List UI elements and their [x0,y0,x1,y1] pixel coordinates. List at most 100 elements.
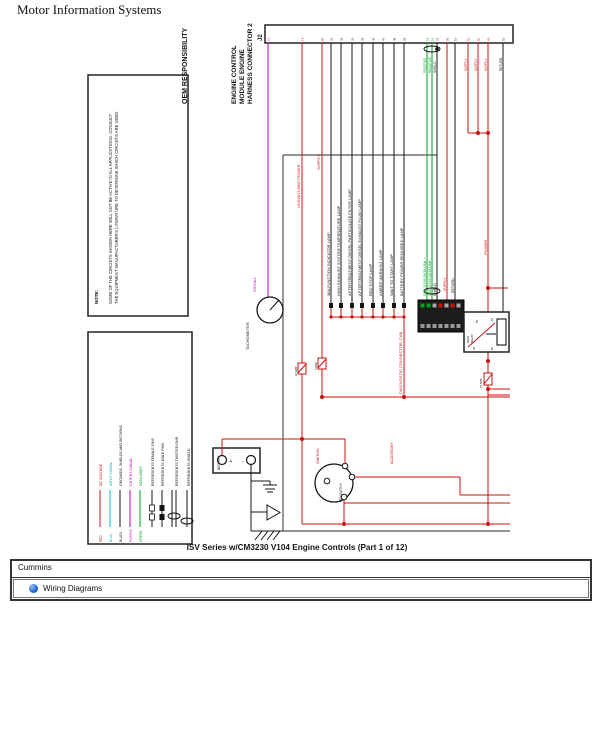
svg-text:34: 34 [361,37,365,41]
svg-text:18: 18 [426,37,430,41]
fuse-rating-label: 5 AMP [314,362,318,370]
female-pin-symbol [149,504,155,512]
unswitched-power-wire: UNSWITCHED POWER 10 AMP [294,43,510,525]
oem-responsibility-label: OEM RESPONSIBILITY [182,27,189,104]
svg-text:08: 08 [446,37,450,41]
datalink-negative-label: NEGATIVE [428,57,432,73]
svg-text:37: 37 [436,37,440,41]
app-title: Motor Information Systems [17,2,162,17]
lamp-label: RED STOP LAMP [368,263,373,296]
datalink-wires: POSITIVE NEGATIVE SHIELD SAE J1939 DATA … [423,43,441,300]
oem-boundary-frame [282,154,510,532]
catalog-group-cummins[interactable]: Cummins [12,561,590,578]
catalog-panel: Cummins Wiring Diagrams [10,559,592,601]
fuse-rating-label: 10 AMP [294,366,298,376]
svg-text:31: 31 [330,37,334,41]
tachometer-signal-wire: SIGNAL [252,43,269,297]
accessory-label: ACCESSORY [390,441,394,464]
datalink-minus-label: SAE J1939 DATA LINK - [428,257,432,296]
diagnostic-connector-label: DIAGNOSTIC CONNECTOR, CAB [398,332,403,394]
svg-text:10: 10 [454,37,458,41]
supply-wire: SUPPLY 5 AMP [314,43,327,397]
ecm-label-line: HARNESS CONNECTOR 2 [247,23,254,104]
legend-color-name: RED [99,535,103,542]
legend-color-name: GREEN [139,530,143,542]
supply-label: SUPPLY [316,154,321,170]
female-pin-symbol [149,513,155,521]
battery-plus-sign: + [230,459,233,465]
ignition-label: IGNITION [316,448,320,464]
relay-pin-30: 30 [472,346,476,350]
signal-label: SIGNAL [252,277,257,292]
diagnostic-supply-return: SUPPLY RETURN [443,43,456,300]
datalink-plus-label: SAE J1939 DATA LINK + [423,257,427,296]
battery-label: BATTERY [217,455,221,470]
shield-label: SHIELD [433,283,437,296]
legend-desc: DATA LINES [139,466,143,486]
ecm-connector-bar [264,24,514,44]
supply-label: SUPPLY [464,58,468,71]
twisted-pair-symbol [423,287,441,295]
relay-pin-85: 85 [475,319,479,323]
diagnostic-connector: DIAGNOSTIC CONNECTOR, CAB [398,299,465,394]
fuse-rating-label: 15 AMP [479,378,483,388]
battery-positive-terminal [216,454,228,466]
main-relay: MAIN RELAY 85 87 30 86 [463,311,510,353]
globe-icon [29,584,38,593]
return-label: RETURN [451,278,455,293]
svg-text:21: 21 [267,37,271,41]
legend-symbol-desc: REPRESENTS TWISTED PAIR [175,436,179,486]
lamp-label: AMBER WARNING LAMP [378,249,383,296]
earth-ground-icon [254,530,281,541]
relay-pin-87: 87 [490,317,494,321]
unswitched-power-label: UNSWITCHED POWER [296,165,301,208]
keyswitch: KEYSWITCH IGNITION ACCESSORY [314,439,510,524]
legend-box: DC VOLTAGE INPUT SIGNAL GROUNDS, SHIELDS… [87,331,194,545]
svg-text:47: 47 [382,37,386,41]
note-title: NOTE: [94,289,99,304]
male-pin-symbol [159,514,165,520]
legend-symbol-desc: REPRESENTS SHIELD [187,448,191,486]
svg-text:05: 05 [321,37,325,41]
power-label: POWER [483,240,488,255]
legend-desc: DC VOLTAGE [99,463,103,486]
battery-minus-sign: - [242,459,244,465]
lamp-label: HIGH EXHAUST SYSTEM TEMPERATURE LAMP [336,205,341,296]
battery: + - BATTERY [212,438,345,474]
note-box: NOTE: SOME OF THE CIRCUITS SHOWN HERE WI… [87,74,189,317]
keyswitch-label: KEYSWITCH [339,482,343,502]
svg-text:48: 48 [393,37,397,41]
relay-pin-86: 86 [490,346,494,350]
diagram-caption: ISV Series w/CM3230 V104 Engine Controls… [187,543,408,552]
legend-desc: GROUNDS, SHIELDS AND RETURNS [119,424,123,486]
svg-text:51: 51 [502,37,506,41]
svg-text:19: 19 [431,37,435,41]
legend-symbol-desc: REPRESENTS FEMALE PINS [151,437,155,486]
legend-color-name: BLACK [119,531,123,542]
svg-text:02: 02 [477,37,481,41]
junction-dots [300,395,490,526]
supply-label: SUPPLY [474,58,478,71]
ecm-label-line: ENGINE CONTROL [231,45,238,104]
relay-coil [496,318,507,346]
lamp-driver-wires: MALFUNCTION INDICATOR LAMP HIGH EXHAUST … [322,43,510,398]
lamp-label: BATTERY POWER REQUIRED LAMP [399,227,404,296]
note-line: THE EQUIPMENT MANUFACTURER'S LITERATURE … [114,111,119,304]
connector-ref-label: J2 [258,34,264,41]
supply-label: SUPPLY [484,58,488,71]
svg-text:01: 01 [467,37,471,41]
svg-text:32: 32 [340,37,344,41]
chassis-ground-icon [251,480,277,493]
legend-symbol-desc: REPRESENTS MALE PINS [161,442,165,486]
note-line: SOME OF THE CIRCUITS SHOWN HERE WILL NOT… [108,114,113,304]
legend-color-name: BLUE [109,534,113,542]
shield-symbol [180,517,194,525]
legend-desc: OUTPUT SIGNAL [129,458,133,486]
ecm-label-line: MODULE ENGINE [239,48,246,104]
tachometer-gauge: TACHOMETER [245,296,284,350]
ecm-power-supply-wires: SUPPLY SUPPLY SUPPLY POWER RETURN [464,43,510,524]
main-relay-label: MAIN [466,336,470,343]
datalink-positive-label: POSITIVE [423,58,427,73]
triangle-ground-icon [251,504,282,521]
tree-item-wiring-diagrams[interactable]: Wiring Diagrams [13,579,589,598]
